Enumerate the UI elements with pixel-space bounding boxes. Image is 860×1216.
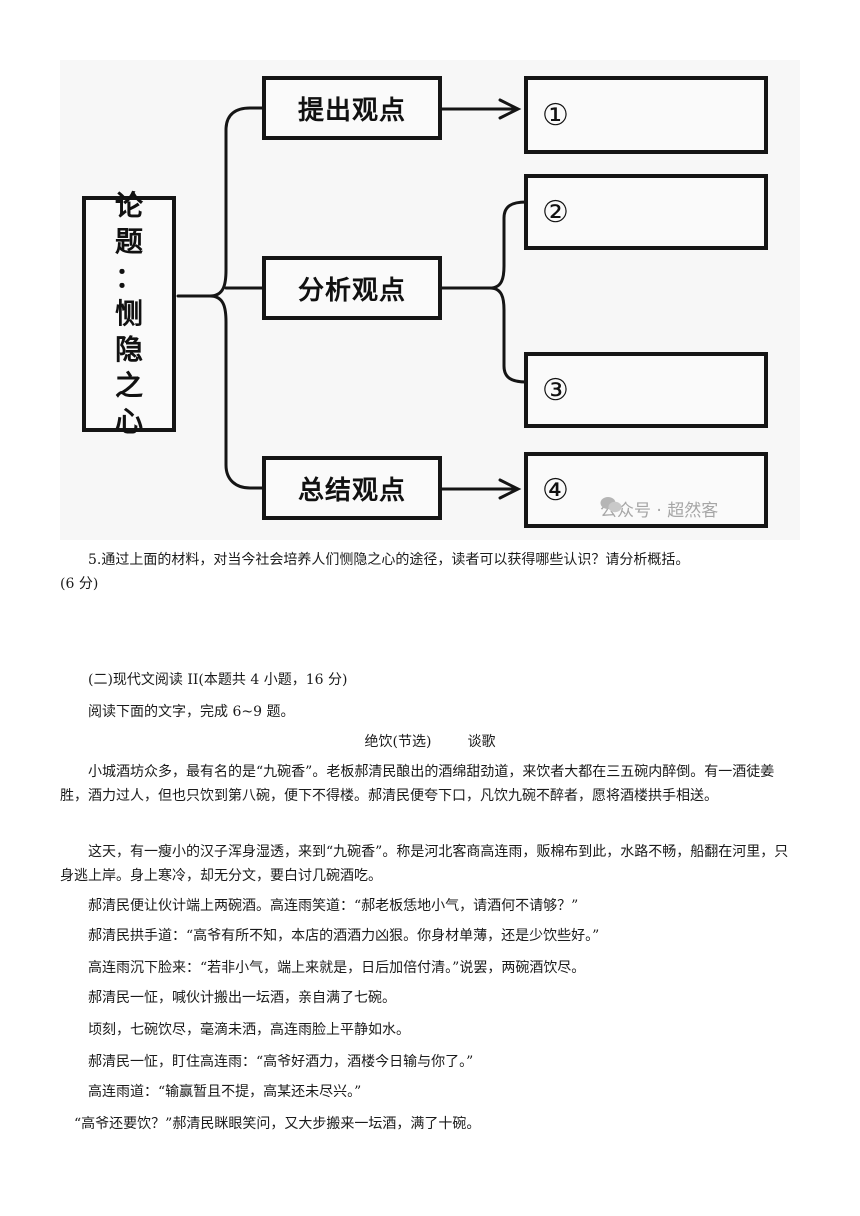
watermark: 公众号 · 超然客: [600, 496, 718, 521]
paragraph-4: 郝清民拱手道：“高爷有所不知，本店的酒酒力凶狠。你身材单薄，还是少饮些好。”: [88, 928, 600, 944]
topic-char: 隐: [114, 333, 143, 366]
paragraph-6: 郝清民一怔，喊伙计搬出一坛酒，亲自满了七碗。: [88, 990, 396, 1006]
topic-char: 之: [114, 369, 143, 402]
passage-title: 绝饮(节选): [364, 734, 432, 750]
paragraph-8: 郝清民一怔，盯住高连雨：“高爷好酒力，酒楼今日输与你了。”: [88, 1054, 474, 1070]
section-instruction: 阅读下面的文字，完成 6~9 题。: [88, 704, 295, 720]
paragraph-2: 这天，有一瘦小的汉子浑身湿透，来到“九碗香”。称是河北客商高连雨，贩棉布到此，水…: [60, 844, 789, 884]
topic-box: 论 题 ： 恻 隐 之 心: [82, 189, 176, 438]
question-5-score: (6 分): [60, 576, 99, 592]
topic-char: 心: [114, 405, 143, 438]
stage-box-summarize: 总结观点: [262, 456, 442, 520]
answer-slot-2: ②: [524, 174, 768, 250]
paragraph-5: 高连雨沉下脸来：“若非小气，端上来就是，日后加倍付清。”说罢，两碗酒饮尽。: [88, 960, 586, 976]
passage-title-line: 绝饮(节选) 谈歌: [60, 730, 800, 754]
paragraph-3: 郝清民便让伙计端上两碗酒。高连雨笑道：“郝老板恁地小气，请酒何不请够？”: [88, 898, 579, 914]
section-heading: (二)现代文阅读 II(本题共 4 小题，16 分): [88, 672, 348, 688]
stage-box-propose: 提出观点: [262, 76, 442, 140]
answer-slot-4: ④: [524, 452, 768, 528]
passage-author: 谈歌: [467, 734, 496, 750]
paragraph-9: 高连雨道：“输赢暂且不提，高某还未尽兴。”: [88, 1084, 362, 1100]
paragraph-10: “高爷还要饮？”郝清民眯眼笑问，又大步搬来一坛酒，满了十碗。: [74, 1116, 481, 1132]
topic-char: ：: [114, 261, 143, 294]
wechat-icon: [600, 497, 622, 513]
argument-structure-diagram: 论 题 ： 恻 隐 之 心 提出观点 分析观点 总结观点 ① ② ③ ④ 公众号…: [60, 60, 800, 540]
paragraph-7: 顷刻，七碗饮尽，毫滴未洒，高连雨脸上平静如水。: [88, 1022, 410, 1038]
answer-slot-3: ③: [524, 352, 768, 428]
stage-box-analyze: 分析观点: [262, 256, 442, 320]
answer-slot-1: ①: [524, 76, 768, 154]
question-5: 5.通过上面的材料，对当今社会培养人们恻隐之心的途径，读者可以获得哪些认识？请分…: [60, 548, 800, 572]
topic-char: 论: [114, 189, 143, 222]
topic-char: 题: [114, 225, 143, 258]
question-5-text: 5.通过上面的材料，对当今社会培养人们恻隐之心的途径，读者可以获得哪些认识？请分…: [88, 552, 690, 568]
watermark-text: 公众号 · 超然客: [600, 501, 719, 521]
topic-char: 恻: [114, 297, 143, 330]
connector-lines: [176, 98, 528, 500]
paragraph-1: 小城酒坊众多，最有名的是“九碗香”。老板郝清民酿出的酒绵甜劲道，来饮者大都在三五…: [60, 764, 775, 804]
